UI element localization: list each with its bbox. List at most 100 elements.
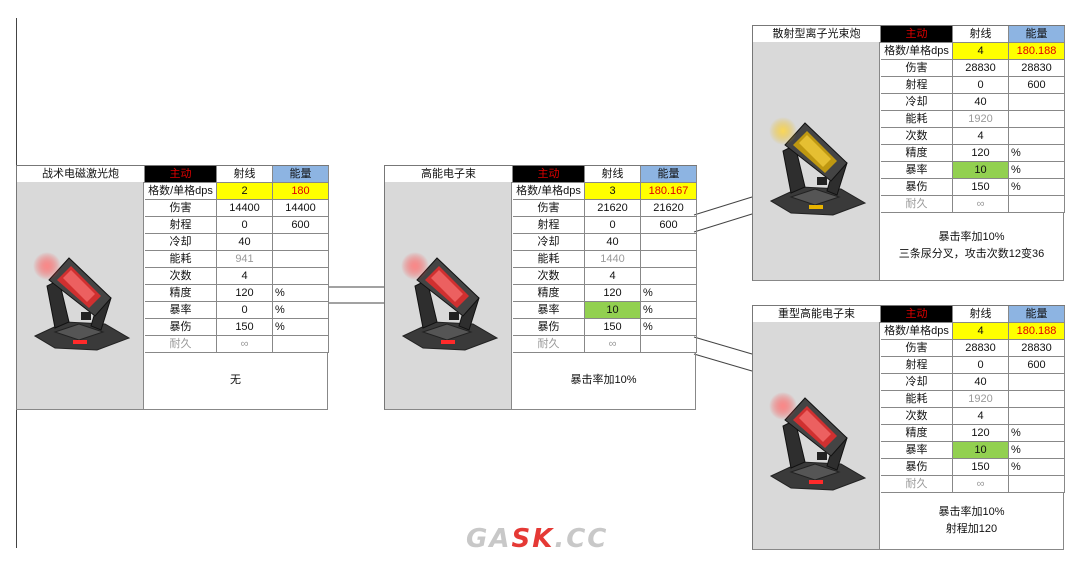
turret-muzzle-glow	[769, 391, 797, 420]
turret-core-highlight	[63, 269, 95, 302]
stat-label: 精度	[513, 285, 585, 302]
turret-weapon-icon	[769, 117, 867, 216]
stat-energy-value: %	[1009, 179, 1065, 196]
dps-value: 4	[953, 323, 1009, 340]
stat-energy-value	[273, 251, 329, 268]
stat-shot-value: 1440	[585, 251, 641, 268]
stat-shot-value: 150	[585, 319, 641, 336]
dps-energy-value: 180.188	[1009, 323, 1065, 340]
stat-shot-value: 28830	[953, 340, 1009, 357]
stat-energy-value	[1009, 391, 1065, 408]
note-line: 射程加120	[945, 522, 998, 535]
stat-shot-value: 4	[953, 408, 1009, 425]
stat-energy-value: 14400	[273, 200, 329, 217]
stat-label: 冷却	[881, 374, 953, 391]
stat-shot-value: 10	[953, 442, 1009, 459]
stat-label: 次数	[881, 128, 953, 145]
header-shot: 射线	[217, 166, 273, 183]
dps-label: 格数/单格dps	[881, 43, 953, 60]
stat-energy-value: %	[641, 302, 697, 319]
stat-label: 暴伤	[145, 319, 217, 336]
stat-label: 暴率	[881, 442, 953, 459]
dps-label: 格数/单格dps	[145, 183, 217, 200]
stat-label: 暴伤	[881, 179, 953, 196]
stat-energy-value: %	[1009, 459, 1065, 476]
turret-weapon-icon	[769, 391, 867, 491]
turret-base-plate	[789, 462, 841, 481]
stat-label: 冷却	[881, 94, 953, 111]
header-active: 主动	[881, 306, 953, 323]
stat-shot-value: 150	[217, 319, 273, 336]
turret-base-light	[441, 339, 455, 344]
turret-base-plate	[789, 188, 841, 206]
turret-vent	[81, 311, 91, 320]
stat-shot-value: 120	[953, 145, 1009, 162]
stat-energy-value	[1009, 111, 1065, 128]
stat-energy-value: %	[1009, 145, 1065, 162]
stat-shot-value: ∞	[953, 476, 1009, 493]
stat-energy-value	[641, 251, 697, 268]
stat-energy-value: 600	[1009, 357, 1065, 374]
header-shot: 射线	[953, 26, 1009, 43]
stat-shot-value: 4	[585, 268, 641, 285]
weapon-title: 重型高能电子束	[753, 306, 881, 323]
stat-label: 能耗	[881, 391, 953, 408]
stat-label: 冷却	[145, 234, 217, 251]
header-shot: 射线	[585, 166, 641, 183]
weapon-notes: 暴击率加10%射程加120	[880, 492, 1064, 550]
turret-base-light	[809, 479, 823, 484]
turret-vent	[817, 177, 827, 185]
dps-value: 4	[953, 43, 1009, 60]
dps-label: 格数/单格dps	[513, 183, 585, 200]
dps-label: 格数/单格dps	[881, 323, 953, 340]
stat-shot-value: 21620	[585, 200, 641, 217]
stat-label: 次数	[881, 408, 953, 425]
stat-energy-value	[1009, 128, 1065, 145]
stat-shot-value: ∞	[217, 336, 273, 353]
stat-energy-value	[641, 268, 697, 285]
stat-label: 伤害	[145, 200, 217, 217]
stat-shot-value: 40	[585, 234, 641, 251]
dps-energy-value: 180.167	[641, 183, 697, 200]
stat-label: 能耗	[513, 251, 585, 268]
stat-shot-value: 10	[585, 302, 641, 319]
stat-energy-value: 600	[1009, 77, 1065, 94]
turret-weapon-icon	[401, 251, 499, 351]
stat-shot-value: 120	[953, 425, 1009, 442]
stat-energy-value: %	[1009, 425, 1065, 442]
stat-shot-value: 0	[217, 302, 273, 319]
turret-vent	[817, 451, 827, 460]
stat-energy-value: 21620	[641, 200, 697, 217]
stat-shot-value: 1920	[953, 391, 1009, 408]
turret-weapon-icon	[33, 251, 131, 351]
watermark-part1: GA	[466, 524, 512, 554]
stat-label: 暴率	[881, 162, 953, 179]
turret-core-highlight	[431, 269, 463, 302]
header-active: 主动	[145, 166, 217, 183]
stat-shot-value: 40	[953, 374, 1009, 391]
dps-value: 2	[217, 183, 273, 200]
header-energy: 能量	[641, 166, 697, 183]
header-energy: 能量	[1009, 26, 1065, 43]
connector-high-energy-to-scatter-2	[693, 213, 753, 233]
turret-base-plate	[53, 322, 105, 341]
weapon-image	[752, 42, 880, 281]
stat-label: 伤害	[881, 60, 953, 77]
stat-label: 暴率	[513, 302, 585, 319]
stat-shot-value: 0	[953, 77, 1009, 94]
weapon-title: 散射型离子光束炮	[753, 26, 881, 43]
stat-energy-value: %	[641, 285, 697, 302]
stat-energy-value	[273, 234, 329, 251]
stat-energy-value	[1009, 408, 1065, 425]
stat-label: 伤害	[881, 340, 953, 357]
header-energy: 能量	[273, 166, 329, 183]
turret-base-light	[73, 339, 87, 344]
stat-energy-value: 28830	[1009, 60, 1065, 77]
stat-energy-value: %	[273, 302, 329, 319]
stat-label: 暴率	[145, 302, 217, 319]
stat-shot-value: 40	[217, 234, 273, 251]
turret-core-highlight	[799, 135, 831, 167]
weapon-title: 战术电磁激光炮	[17, 166, 145, 183]
stat-label: 能耗	[145, 251, 217, 268]
